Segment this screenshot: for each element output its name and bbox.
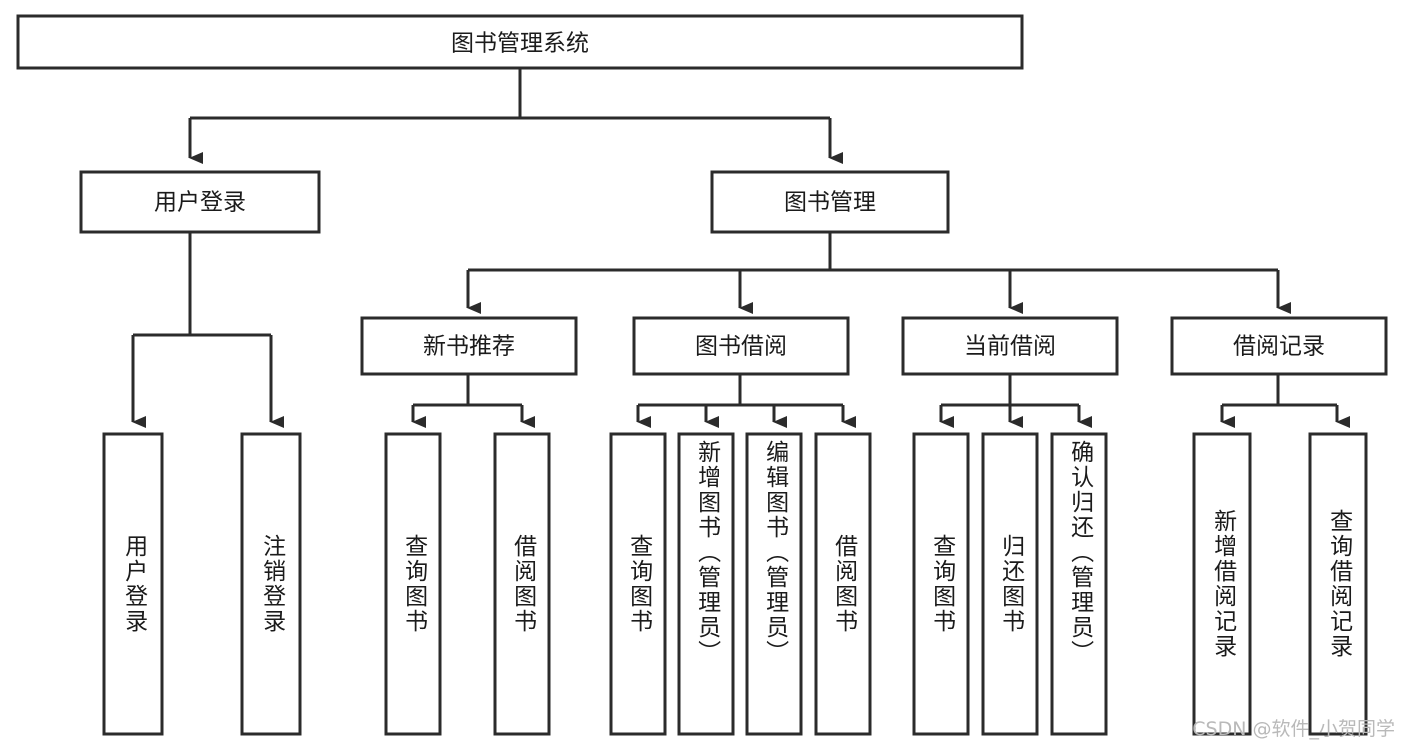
node-leaf-add-book-box[interactable] bbox=[677, 432, 735, 736]
node-leaf-borrow-book-2-box[interactable] bbox=[814, 432, 872, 736]
connector-group-user-login bbox=[131, 232, 284, 428]
node-user-login-label: 用户登录 bbox=[154, 190, 246, 216]
node-book-borrow-box[interactable] bbox=[632, 316, 850, 376]
node-book-management-label: 图书管理 bbox=[784, 190, 876, 216]
csdn-watermark: CSDN @软件_小贺同学 bbox=[1192, 718, 1395, 740]
connector-group-borrow-record bbox=[1220, 374, 1350, 428]
node-leaf-add-record-box[interactable] bbox=[1192, 432, 1252, 736]
node-root-box[interactable] bbox=[16, 14, 1024, 70]
node-leaf-query-book-2-box[interactable] bbox=[609, 432, 667, 736]
node-borrow-record-label: 借阅记录 bbox=[1233, 334, 1325, 360]
node-leaf-user-login-box[interactable] bbox=[102, 432, 164, 736]
connector-group-current-borrow bbox=[939, 374, 1092, 428]
connector-group-book-borrow bbox=[636, 374, 856, 428]
connector-group-root bbox=[188, 68, 843, 164]
node-new-book-recommend-label: 新书推荐 bbox=[423, 334, 515, 360]
node-leaf-query-book-1-box[interactable] bbox=[384, 432, 442, 736]
node-leaf-user-logout-box[interactable] bbox=[240, 432, 302, 736]
node-leaf-confirm-return-box[interactable] bbox=[1050, 432, 1108, 736]
connector-group-new-book-recommend bbox=[411, 374, 535, 428]
node-leaf-return-book-box[interactable] bbox=[981, 432, 1039, 736]
node-leaf-edit-book-box[interactable] bbox=[745, 432, 803, 736]
node-leaf-borrow-book-1-box[interactable] bbox=[493, 432, 551, 736]
node-book-management-box[interactable] bbox=[710, 170, 950, 234]
node-user-login-box[interactable] bbox=[79, 170, 321, 234]
connector-group-book-management bbox=[466, 232, 1291, 314]
node-current-borrow-box[interactable] bbox=[901, 316, 1119, 376]
node-current-borrow-label: 当前借阅 bbox=[964, 334, 1056, 360]
node-root-label: 图书管理系统 bbox=[451, 31, 589, 57]
node-leaf-query-book-3-box[interactable] bbox=[912, 432, 970, 736]
node-borrow-record-box[interactable] bbox=[1170, 316, 1388, 376]
node-leaf-query-record-box[interactable] bbox=[1308, 432, 1368, 736]
node-new-book-recommend-box[interactable] bbox=[360, 316, 578, 376]
node-book-borrow-label: 图书借阅 bbox=[695, 334, 787, 360]
